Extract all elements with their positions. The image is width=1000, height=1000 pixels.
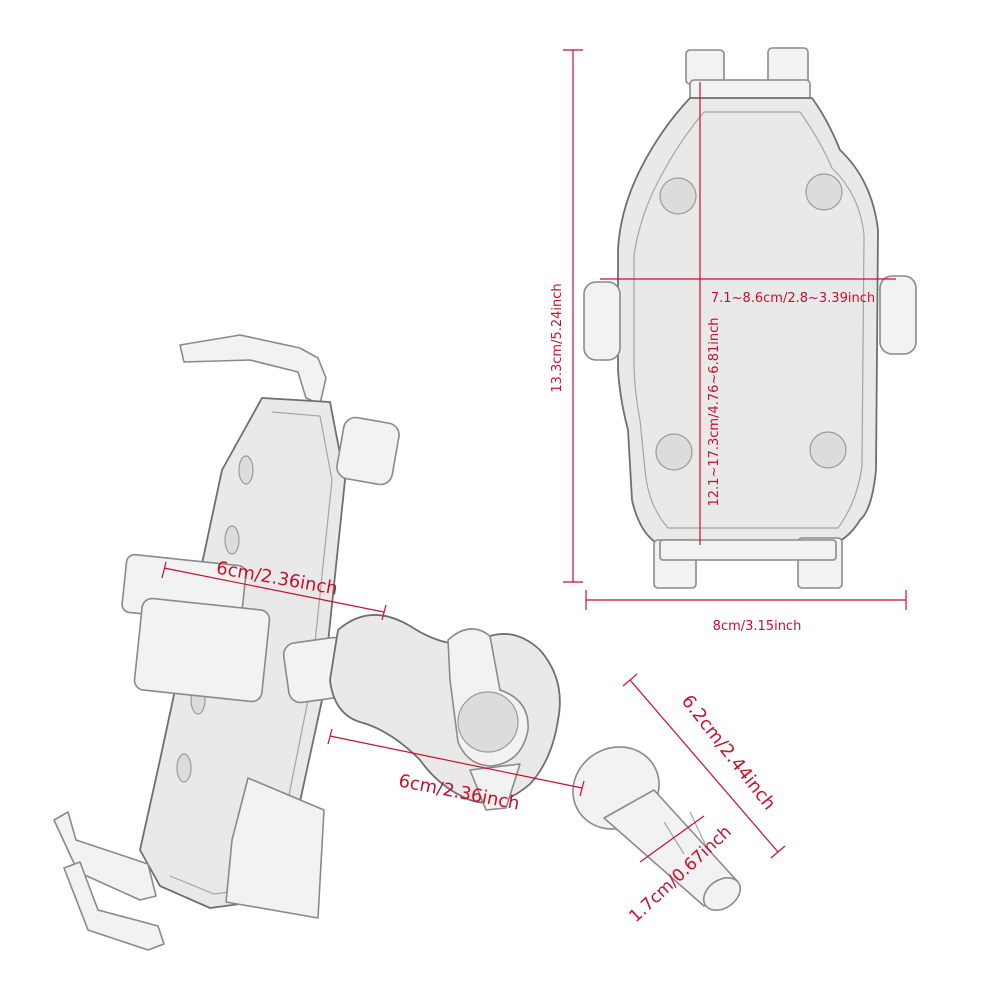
bottom-hook-2 (63, 861, 165, 951)
holder-body (617, 97, 879, 546)
grip-height-dimension: 12.1~17.3cm/4.76~6.81inch (699, 82, 722, 545)
back-clamp (225, 777, 325, 919)
ball-arm (329, 614, 561, 804)
front-width-dimension: 8cm/3.15inch (585, 590, 907, 634)
side-grip-lower (133, 597, 271, 703)
bottom-hook-1 (53, 811, 157, 901)
top-clip-right (767, 47, 809, 85)
side-grip-right (879, 275, 917, 355)
side-grip-left (583, 281, 621, 361)
side-view-mount (53, 334, 742, 951)
top-clip-left (685, 49, 725, 85)
top-hook (179, 334, 327, 405)
front-view-holder (583, 47, 917, 589)
grip-height-label: 12.1~17.3cm/4.76~6.81inch (707, 318, 722, 507)
grip-width-label: 7.1~8.6cm/2.8~3.39inch (711, 291, 875, 306)
front-height-dimension: 13.3cm/5.24inch (550, 49, 583, 583)
top-knob (336, 416, 400, 486)
front-height-label: 13.3cm/5.24inch (550, 283, 565, 392)
grip-width-dimension: 7.1~8.6cm/2.8~3.39inch (600, 278, 896, 306)
front-width-label: 8cm/3.15inch (713, 619, 802, 634)
